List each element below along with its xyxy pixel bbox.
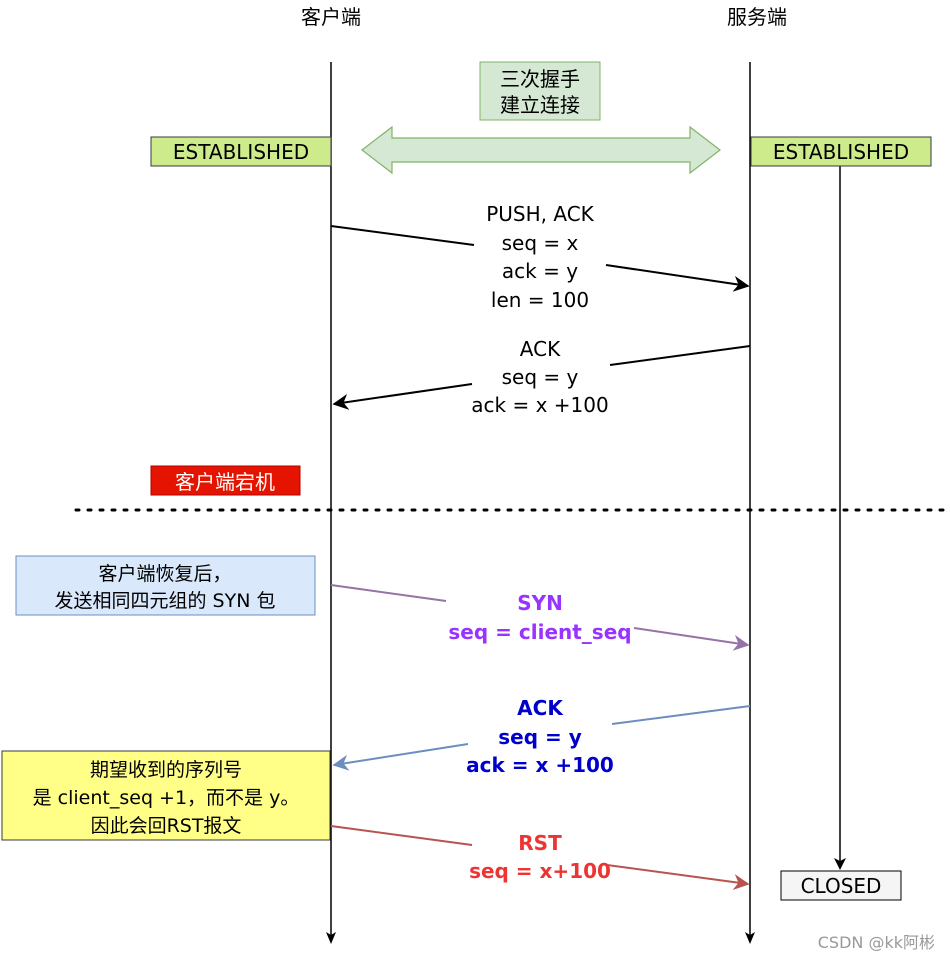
recover-note-line1: 客户端恢复后， [98, 563, 231, 585]
ack2-line2: seq = y [498, 725, 582, 749]
server-lifeline-arrowhead [745, 932, 755, 944]
handshake-line1: 三次握手 [500, 67, 580, 91]
expect-note-line1: 期望收到的序列号 [90, 759, 242, 781]
push-arrow-segment-1 [330, 225, 475, 246]
client-established-box [150, 136, 332, 167]
watermark: CSDN @kk阿彬 [818, 933, 935, 952]
ack1-line1: ACK [520, 337, 561, 361]
crash-label: 客户端宕机 [175, 470, 275, 494]
syn-line1: SYN [517, 591, 563, 615]
client-title: 客户端 [301, 5, 361, 29]
ack1-arrow [332, 383, 473, 410]
server-title: 服务端 [727, 5, 787, 29]
recover-note-box [15, 555, 316, 616]
ack1-line3: ack = x +100 [471, 393, 608, 417]
rst-arrow [606, 864, 750, 891]
ack2-line3: ack = x +100 [466, 753, 614, 777]
server-state-arrowhead [834, 858, 846, 870]
push-line3: ack = y [502, 259, 578, 283]
handshake-box [479, 61, 601, 121]
expect-note-line2: 是 client_seq +1，而不是 y。 [33, 787, 300, 809]
syn-arrow-segment-1 [330, 584, 447, 602]
server-established-label: ESTABLISHED [773, 140, 909, 164]
expect-note-box [1, 750, 331, 841]
rst-line1: RST [518, 831, 562, 855]
handshake-line2: 建立连接 [500, 93, 580, 117]
syn-line2: seq = client_seq [448, 620, 631, 644]
expect-note-line3: 因此会回RST报文 [91, 815, 242, 837]
push-arrow [605, 264, 750, 292]
ack1-arrow-segment-1 [609, 345, 751, 366]
ack2-arrow [332, 743, 469, 771]
server-established-box [750, 136, 932, 167]
push-line1: PUSH, ACK [486, 202, 594, 226]
recover-note-line2: 发送相同四元组的 SYN 包 [55, 590, 276, 612]
ack1-line2: seq = y [502, 365, 579, 389]
server-closed-box [780, 870, 902, 901]
rst-arrow-segment-1 [330, 825, 473, 846]
syn-arrow [633, 627, 750, 651]
ack2-line1: ACK [517, 696, 564, 720]
push-line4: len = 100 [491, 288, 589, 312]
server-closed-label: CLOSED [801, 874, 882, 898]
push-line2: seq = x [502, 231, 579, 255]
client-established-label: ESTABLISHED [173, 140, 309, 164]
handshake-double-arrow [361, 125, 721, 175]
rst-line2: seq = x+100 [469, 859, 611, 883]
crash-box [150, 465, 301, 496]
ack2-arrow-segment-1 [611, 705, 751, 725]
client-lifeline-arrowhead [326, 932, 336, 944]
